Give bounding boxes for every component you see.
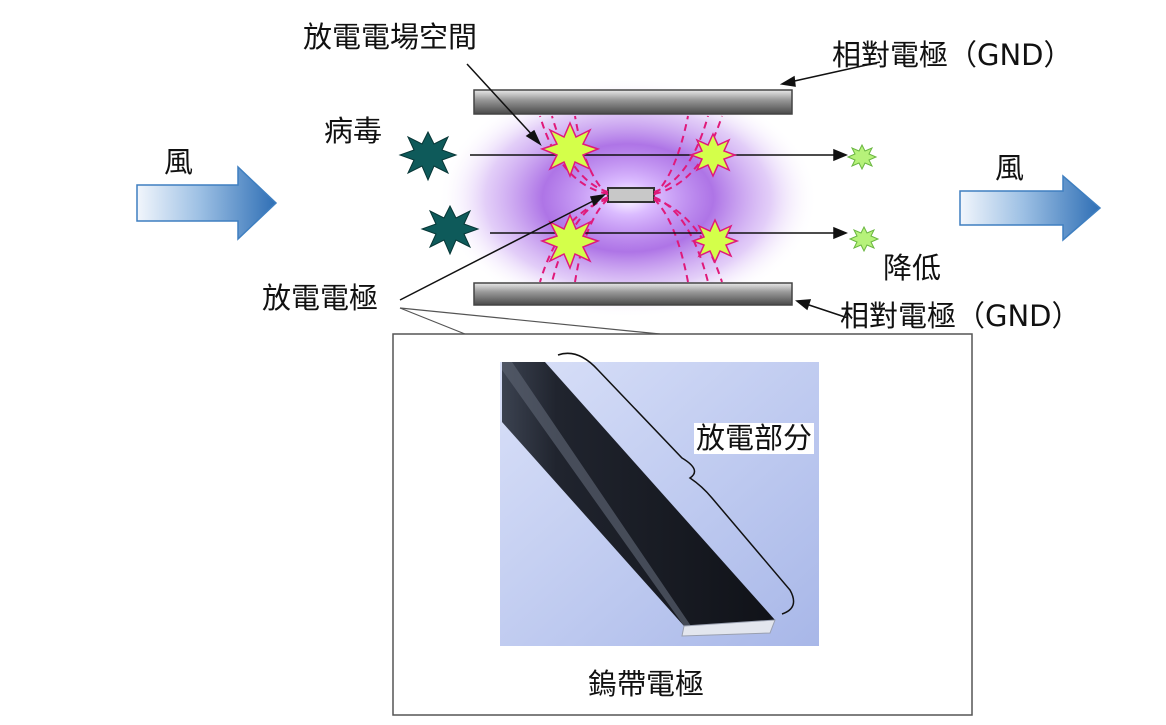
reduced-virus-icon <box>846 143 880 253</box>
air-flow-lines <box>470 148 848 240</box>
callout-lines <box>399 307 661 335</box>
counter-electrode-bottom-label: 相對電極（GND） <box>840 299 1081 333</box>
discharge-space-label: 放電電場空間 <box>303 20 478 54</box>
arrow-right-icon <box>136 165 278 241</box>
tungsten-strip <box>502 362 776 637</box>
discharge-electrode <box>607 187 655 203</box>
discharge-part-bracket <box>557 352 795 615</box>
virus-icon <box>398 130 480 256</box>
wind-out-label: 風 <box>995 151 1025 185</box>
tungsten-electrode-label: 鎢帶電極 <box>588 667 705 701</box>
spark-icon <box>539 121 740 271</box>
counter-electrode-top-label: 相對電極（GND） <box>832 38 1073 72</box>
virus-label: 病毒 <box>324 114 383 148</box>
leader-lines <box>399 61 881 319</box>
discharge-part-label: 放電部分 <box>694 421 815 455</box>
wind-in-label: 風 <box>164 145 194 179</box>
discharge-electrode-label: 放電電極 <box>262 281 379 315</box>
arrow-right-icon <box>959 174 1102 242</box>
counter-electrode-top <box>473 89 793 115</box>
counter-electrode-bottom <box>473 282 793 306</box>
reduced-label: 降低 <box>883 251 942 285</box>
